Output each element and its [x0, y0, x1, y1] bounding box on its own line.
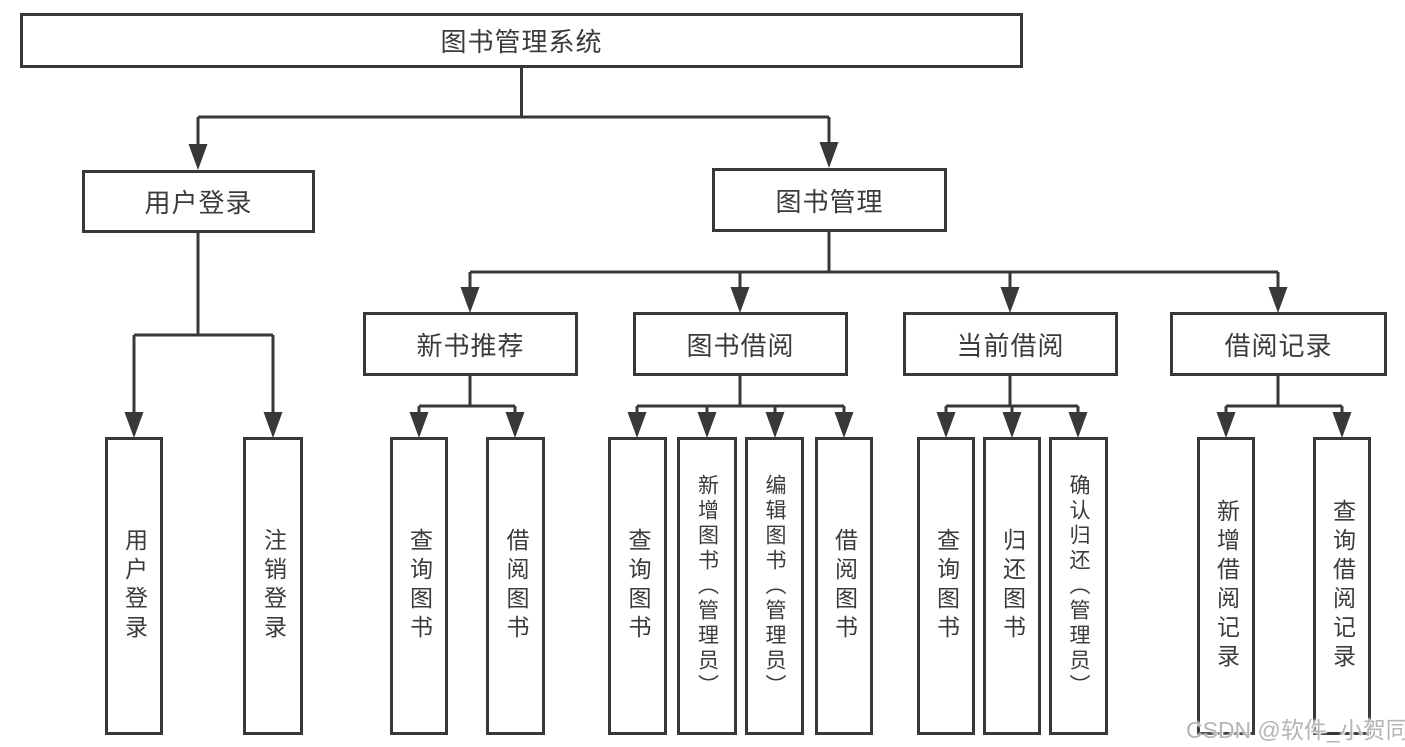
leaf-add-book-admin: 新增图书（管理员） [677, 437, 737, 735]
leaf-query-borrow-record: 查询借阅记录 [1313, 437, 1371, 735]
node-new-book-recommend: 新书推荐 [363, 312, 578, 376]
node-borrow-records: 借阅记录 [1170, 312, 1387, 376]
leaf-borrow-books-recommend: 借阅图书 [486, 437, 545, 735]
node-book-borrowing: 图书借阅 [633, 312, 848, 376]
leaf-borrow-books-recommend-label: 借阅图书 [503, 528, 529, 644]
leaf-query-books-recommend: 查询图书 [390, 437, 448, 735]
leaf-query-books-borrowing-label: 查询图书 [625, 528, 651, 644]
leaf-add-borrow-record: 新增借阅记录 [1197, 437, 1255, 735]
leaf-query-books-borrowing: 查询图书 [608, 437, 667, 735]
leaf-query-books-current: 查询图书 [917, 437, 975, 735]
leaf-user-login-label: 用户登录 [121, 528, 148, 644]
leaf-edit-book-admin-label: 编辑图书（管理员） [763, 473, 786, 699]
leaf-query-books-current-label: 查询图书 [933, 528, 960, 644]
node-book-management: 图书管理 [712, 168, 947, 232]
leaf-return-book-label: 归还图书 [999, 528, 1026, 644]
leaf-borrow-books-borrowing: 借阅图书 [815, 437, 873, 735]
leaf-edit-book-admin: 编辑图书（管理员） [745, 437, 804, 735]
leaf-logout: 注销登录 [243, 437, 303, 735]
leaf-query-books-recommend-label: 查询图书 [406, 528, 433, 644]
csdn-watermark: CSDN @软件_小贺同学 [1186, 717, 1405, 743]
arrow-head-icons [124, 142, 1352, 438]
leaf-user-login: 用户登录 [105, 437, 163, 735]
leaf-return-book: 归还图书 [983, 437, 1041, 735]
leaf-confirm-return-admin: 确认归还（管理员） [1049, 437, 1108, 735]
leaf-borrow-books-borrowing-label: 借阅图书 [831, 528, 858, 644]
node-user-login: 用户登录 [82, 170, 315, 233]
leaf-add-book-admin-label: 新增图书（管理员） [695, 473, 719, 699]
leaf-add-borrow-record-label: 新增借阅记录 [1213, 499, 1240, 673]
leaf-query-borrow-record-label: 查询借阅记录 [1329, 499, 1356, 673]
node-current-borrowing: 当前借阅 [903, 312, 1118, 376]
leaf-logout-label: 注销登录 [260, 528, 287, 644]
leaf-confirm-return-admin-label: 确认归还（管理员） [1067, 473, 1090, 699]
node-library-management-system: 图书管理系统 [20, 13, 1023, 68]
